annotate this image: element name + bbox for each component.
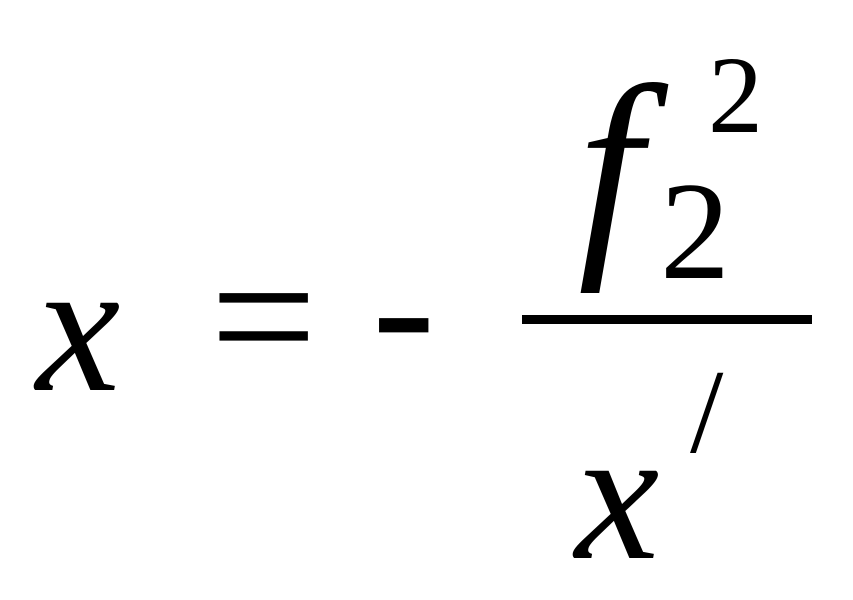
minus-sign: - [372, 202, 436, 412]
lhs-variable: x [36, 222, 121, 432]
denominator-prime: / [690, 345, 724, 478]
math-formula: x = - f 2 2 x / [36, 34, 812, 590]
numerator-superscript: 2 [708, 34, 763, 156]
denominator-base: x [575, 390, 660, 600]
numerator-subscript: 2 [660, 154, 730, 309]
fraction-bar [522, 315, 812, 324]
equals-sign: = [210, 212, 318, 422]
numerator-base: f [578, 39, 642, 294]
